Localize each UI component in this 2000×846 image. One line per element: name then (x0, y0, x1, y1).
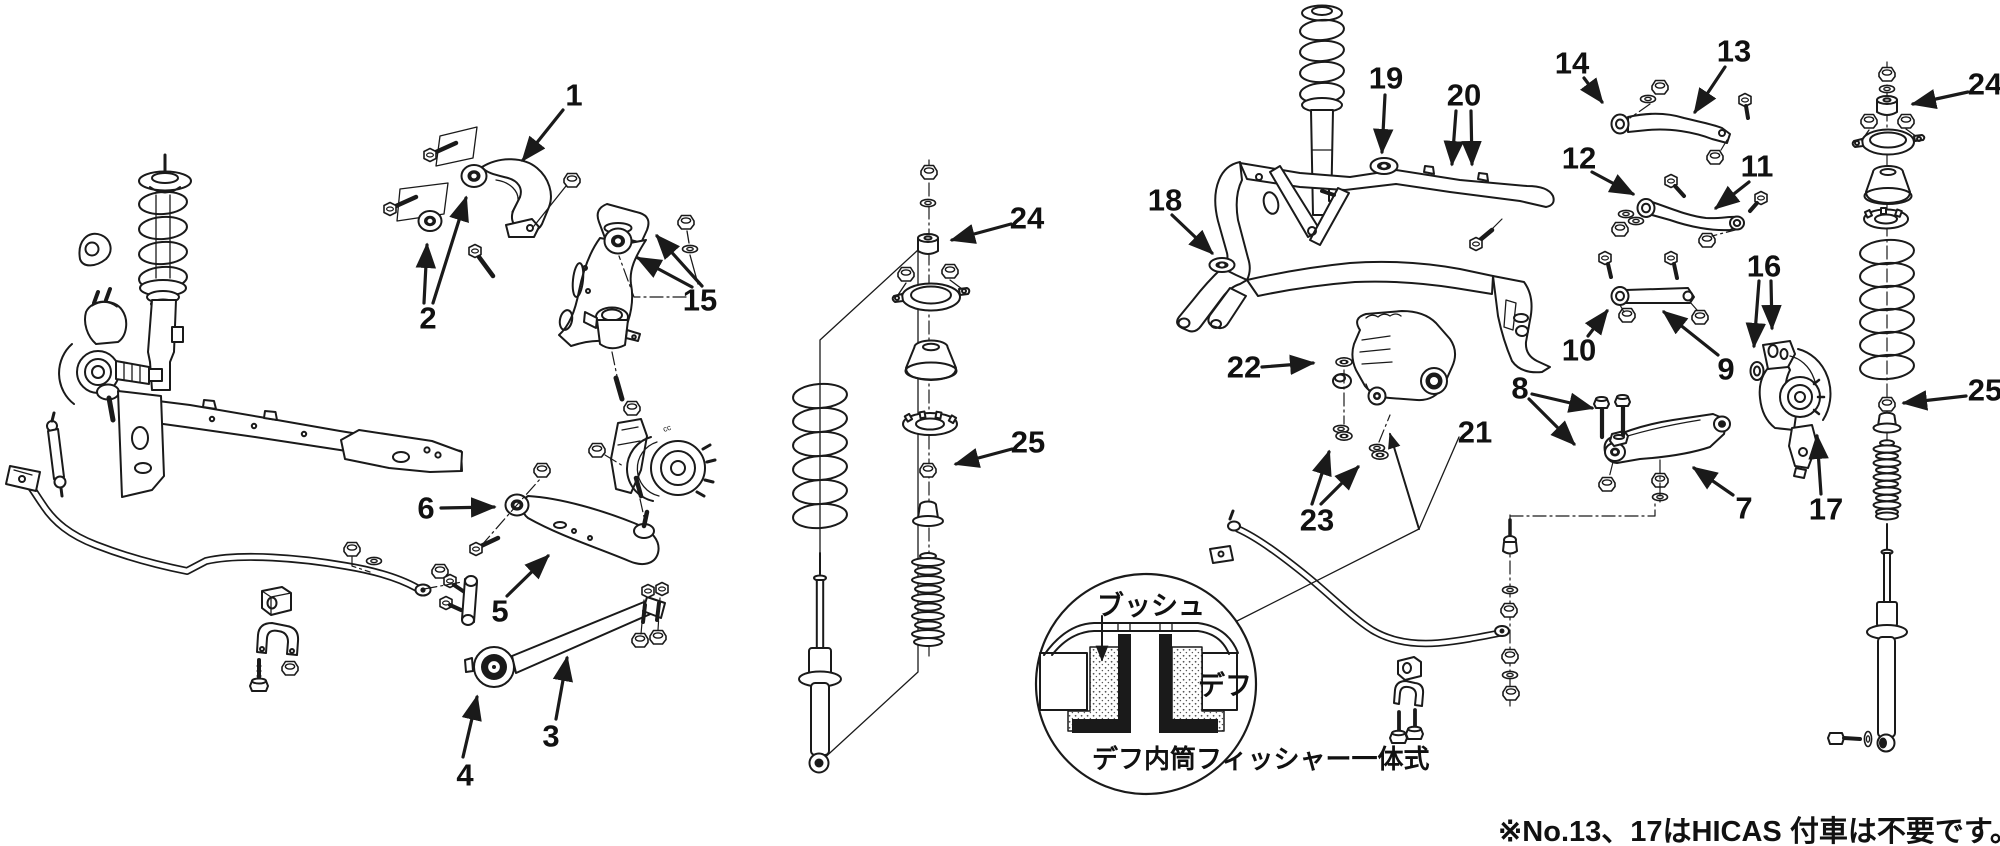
differential (1332, 310, 1456, 461)
callout-10-9: 10 (1562, 333, 1596, 368)
callout-4-3: 4 (456, 758, 474, 793)
right-boot (1872, 439, 1902, 521)
inset-caption: デフ内筒フィッシャー一体式 (1092, 744, 1429, 774)
callout-5-4: 5 (491, 594, 508, 629)
callout-19-18: 19 (1369, 61, 1403, 96)
callout-18-17: 18 (1148, 183, 1182, 218)
callout-25-25: 25 (1011, 425, 1045, 460)
rear-knuckle (1749, 340, 1832, 479)
callout-9-8: 9 (1717, 352, 1734, 387)
front-strut (138, 153, 192, 391)
rear-subframe (1176, 157, 1555, 374)
callout-11-10: 11 (1741, 149, 1774, 184)
disc-mark: cc (662, 423, 672, 434)
callout-16-15: 16 (1747, 249, 1781, 284)
front-sway-bar (5, 411, 478, 692)
upper-control-arm (383, 126, 581, 279)
inset-diff-label: デフ (1198, 670, 1252, 701)
front-lower-arm (469, 462, 660, 566)
callout-22-21: 22 (1227, 350, 1261, 385)
callout-6-5: 6 (417, 491, 434, 526)
third-link-arm (558, 203, 699, 402)
callout-15-14: 15 (683, 283, 717, 318)
rear-arm-lower (1598, 250, 1709, 325)
mid-spring (792, 382, 848, 530)
callout-1-0: 1 (565, 78, 582, 113)
callout-14-13: 14 (1555, 46, 1590, 81)
front-knuckle-exploded: cc (588, 400, 717, 518)
inset-bush-label: ブッシュ (1097, 590, 1205, 621)
callout-24-24: 24 (1968, 67, 2000, 102)
rear-arm-upper (1610, 79, 1752, 165)
callout-12-11: 12 (1562, 141, 1596, 176)
rear-lower-arm (1593, 394, 1731, 506)
front-subframe (117, 390, 463, 498)
mid-mount-stack (891, 159, 971, 659)
callout-23-22: 23 (1300, 503, 1334, 538)
front-knuckle-hub (58, 232, 163, 423)
callout-13-12: 13 (1717, 34, 1751, 69)
callout-17-16: 17 (1809, 492, 1843, 527)
callout-20-19: 20 (1447, 78, 1481, 113)
rear-sway-bar (1209, 497, 1656, 744)
rear-arm-middle (1611, 173, 1768, 248)
callout-8-7: 8 (1511, 371, 1528, 406)
footnote: ※No.13、17はHICAS 付車は不要です。 (1498, 815, 2000, 846)
callout-21-20: 21 (1458, 415, 1492, 450)
mid-shock (798, 552, 842, 774)
mid-boot (911, 552, 945, 647)
callout-2-1: 2 (419, 301, 436, 336)
callout-24-23: 24 (1010, 201, 1045, 236)
inset-detail: ブッシュ デフ デフ内筒フィッシャー一体式 (1034, 432, 1460, 796)
right-shock (1827, 523, 1908, 753)
callout-3-2: 3 (542, 719, 559, 754)
callout-7-6: 7 (1735, 491, 1752, 526)
tension-rod (464, 581, 669, 688)
callout-25-26: 25 (1968, 373, 2000, 408)
leader-arrows (415, 65, 1970, 759)
right-mount-stack (1851, 61, 1926, 521)
